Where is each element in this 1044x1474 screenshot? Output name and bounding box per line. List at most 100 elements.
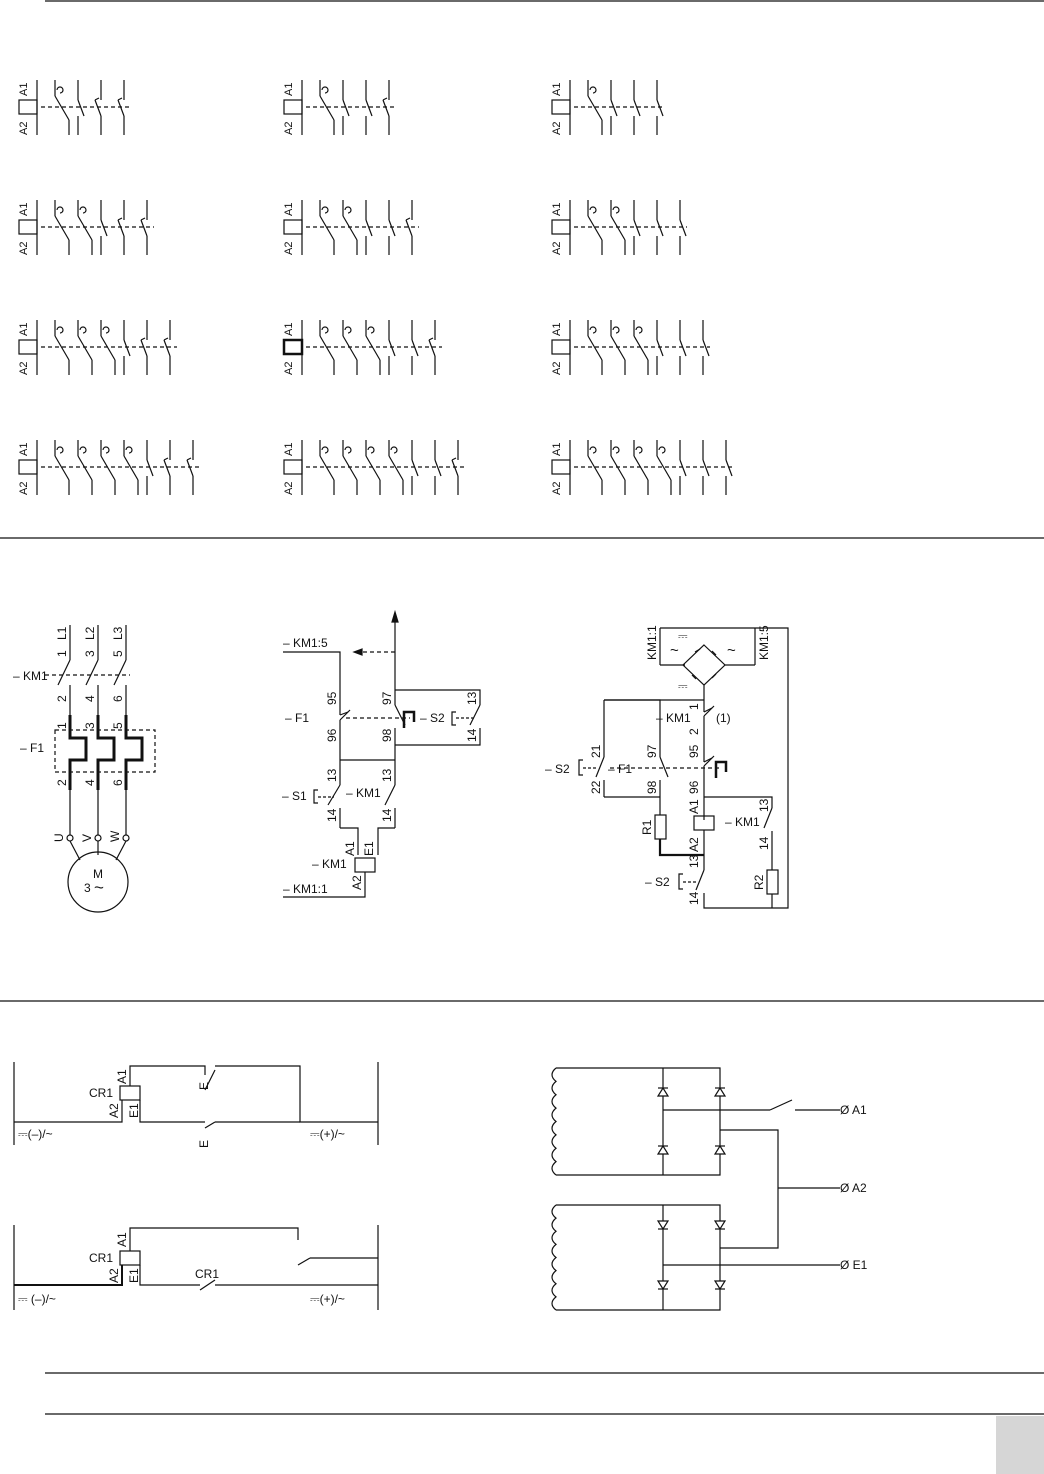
arc-chute	[612, 206, 620, 214]
km1-num: 1	[687, 703, 701, 710]
aux-no-blade	[610, 99, 618, 117]
relay-num: 2	[55, 779, 69, 786]
coil-terminal-a1: A1	[18, 83, 30, 96]
relay-num: 4	[83, 779, 97, 786]
aux-no-blade	[656, 339, 664, 357]
diode	[713, 1086, 727, 1097]
power-circuit	[45, 625, 156, 913]
arc-chute	[612, 446, 620, 454]
coil-terminal-a1: A1	[283, 443, 295, 456]
motor-phase-count: 3	[84, 881, 91, 895]
dual-bridge-rectifier	[551, 1067, 840, 1311]
nc-num: 96	[687, 780, 701, 794]
arc-chute	[658, 446, 666, 454]
main-pole-blade	[319, 335, 335, 361]
main-pole-blade	[342, 335, 358, 361]
aux-no-blade	[656, 219, 664, 237]
main-pole-blade	[365, 335, 381, 361]
coil-terminal-a2: A2	[18, 242, 30, 255]
coil-term: A2	[687, 837, 701, 852]
coil-terminal-a1: A1	[283, 203, 295, 216]
main-pole-blade	[610, 215, 626, 241]
r1-label: R1	[640, 819, 654, 835]
relay-label: – F1	[608, 762, 632, 776]
aux-no-blade	[365, 219, 373, 237]
coil	[551, 99, 571, 115]
no-num: 97	[380, 691, 394, 705]
aux-nc-stop	[94, 97, 100, 101]
coil-terminal-a2: A2	[551, 362, 563, 375]
main-pole-blade	[54, 455, 70, 481]
main-pole-blade	[633, 335, 649, 361]
main-pole-blade	[587, 335, 603, 361]
reset-num: 21	[589, 744, 603, 758]
holding-num: 14	[757, 836, 771, 850]
aux-no-blade	[411, 459, 419, 477]
coil-term: A1	[687, 799, 701, 814]
aux-no-blade	[633, 99, 641, 117]
arc-chute	[635, 326, 643, 334]
aux-no-blade	[388, 219, 396, 237]
section-dividers	[0, 0, 1044, 1415]
coil	[283, 99, 303, 115]
coil	[551, 219, 571, 235]
coil-term: A1	[343, 841, 357, 856]
coil	[551, 339, 571, 355]
coil-terminal-a1: A1	[18, 203, 30, 216]
km1-num: 2	[687, 728, 701, 735]
arc-chute	[79, 326, 87, 334]
arc-chute	[56, 86, 64, 94]
nc-num: 95	[687, 744, 701, 758]
aux-nc-stop	[405, 217, 411, 221]
coil-terminal-a1: A1	[551, 443, 563, 456]
main-pole-blade	[54, 95, 70, 121]
motor-label: M	[93, 867, 103, 881]
coil-term: E1	[127, 1103, 141, 1118]
push-label: E	[197, 1140, 211, 1148]
coil	[551, 459, 571, 475]
s2-bottom-label: – S2	[645, 875, 670, 889]
main-pole-blade	[633, 455, 649, 481]
supply-positive: ⎓(+)/~	[310, 1127, 345, 1141]
arc-chute	[321, 206, 329, 214]
main-pole-blade	[100, 455, 116, 481]
coil-terminal-a2: A2	[283, 122, 295, 135]
main-pole-blade	[319, 455, 335, 481]
r2-label: R2	[752, 874, 766, 890]
page-tab	[996, 1416, 1044, 1474]
coil	[18, 99, 38, 115]
s2-num: 13	[687, 854, 701, 868]
ac-symbol: ~	[670, 642, 679, 659]
main-pole-blade	[77, 455, 93, 481]
aux-no-blade	[679, 219, 687, 237]
rectifier-diodes	[656, 1086, 727, 1291]
main-pole-blade	[610, 335, 626, 361]
coil	[18, 339, 38, 355]
coil-term: A1	[115, 1232, 129, 1247]
relay-label: – F1	[20, 741, 44, 755]
main-pole-blade	[100, 335, 116, 361]
coil-terminal-a1: A1	[18, 323, 30, 336]
coil-terminal-a2: A2	[283, 482, 295, 495]
coil-terminal-a1: A1	[551, 323, 563, 336]
main-pole-blade	[54, 335, 70, 361]
coil	[18, 459, 38, 475]
aux-no-blade	[123, 339, 131, 357]
arc-chute	[589, 206, 597, 214]
contact-num: 5	[111, 650, 125, 657]
arc-chute	[390, 446, 398, 454]
contact-num: 4	[83, 695, 97, 702]
coil-terminal-a2: A2	[18, 122, 30, 135]
aux-nc-blade	[140, 339, 148, 357]
aux-nc-stop	[140, 217, 146, 221]
coil-term: A2	[350, 875, 364, 890]
reset-label: – S2	[545, 762, 570, 776]
phase-label-l2: L2	[83, 626, 97, 640]
no-num: 97	[645, 744, 659, 758]
diode	[713, 1280, 727, 1291]
